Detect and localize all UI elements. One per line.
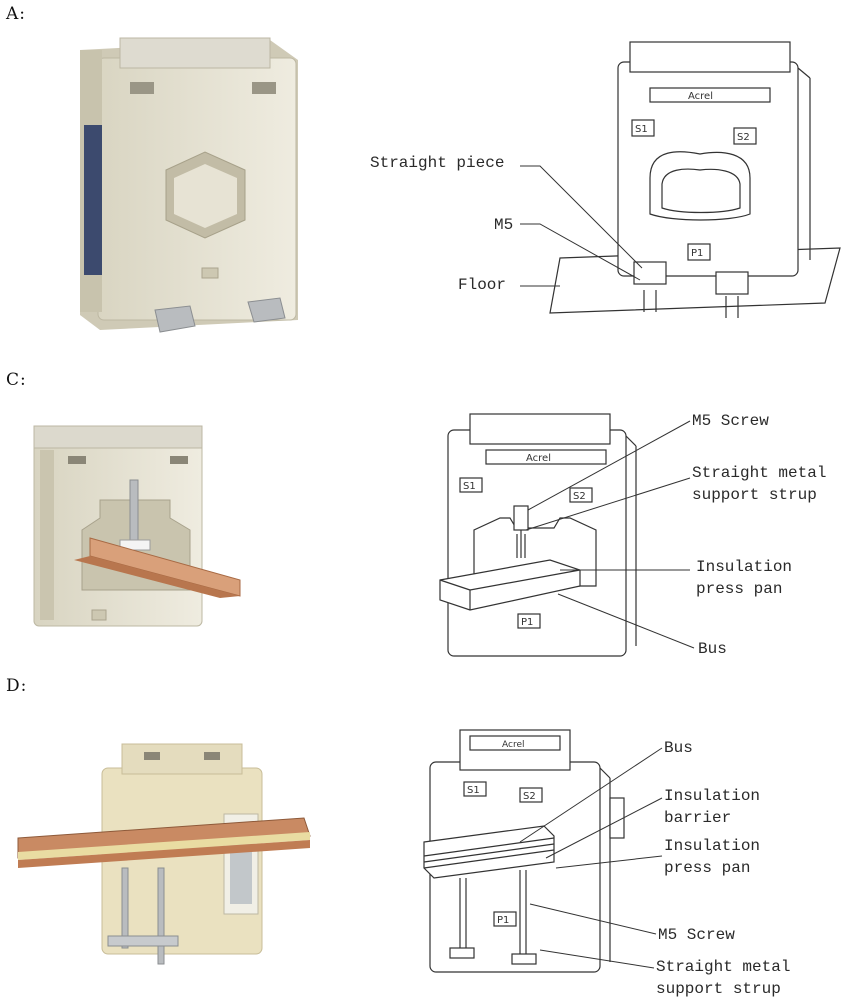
terminal-p1-d: P1 bbox=[497, 915, 509, 926]
brand-mark-d: Acrel bbox=[502, 740, 525, 750]
label-a-m5: M5 bbox=[494, 216, 514, 234]
label-a-floor: Floor bbox=[458, 276, 507, 294]
label-d-barrier: Insulation barrier bbox=[664, 787, 761, 827]
brand-mark-c: Acrel bbox=[526, 453, 551, 464]
brand-mark-a: Acrel bbox=[688, 91, 713, 102]
terminal-p1-a: P1 bbox=[691, 248, 703, 259]
drawing-d-busbar-clamp: Acrel S1 S2 P1 bbox=[423, 729, 625, 973]
drawing-c-busbar-mount: Acrel S1 S2 P1 bbox=[439, 413, 637, 657]
photo-a-current-transformer bbox=[80, 37, 298, 333]
terminal-s2-c: S2 bbox=[573, 491, 586, 502]
label-d-bus: Bus bbox=[664, 739, 693, 757]
label-d-m5-screw: M5 Screw bbox=[658, 926, 735, 944]
terminal-p1-c: P1 bbox=[521, 617, 533, 628]
section-label-c: C: bbox=[6, 370, 27, 390]
photo-c-busbar-mount bbox=[33, 425, 241, 627]
label-c-support-strup: Straight metal support strup bbox=[692, 464, 827, 504]
section-label-a: A: bbox=[6, 4, 27, 24]
label-a-straight-piece: Straight piece bbox=[370, 154, 505, 172]
label-c-bus: Bus bbox=[698, 640, 727, 658]
terminal-s2-a: S2 bbox=[737, 132, 750, 143]
terminal-s1-d: S1 bbox=[467, 785, 480, 796]
drawing-a-floor-mount: Acrel S1 S2 P1 bbox=[549, 41, 841, 318]
label-c-press-pan: Insulation press pan bbox=[696, 558, 793, 598]
terminal-s1-a: S1 bbox=[635, 124, 648, 135]
label-c-m5-screw: M5 Screw bbox=[692, 412, 769, 430]
label-d-support-strup: Straight metal support strup bbox=[656, 958, 791, 998]
terminal-s2-d: S2 bbox=[523, 791, 536, 802]
photo-d-busbar-clamp bbox=[17, 743, 311, 965]
terminal-s1-c: S1 bbox=[463, 481, 476, 492]
label-d-press-pan: Insulation press pan bbox=[664, 837, 761, 877]
section-label-d: D: bbox=[6, 676, 28, 696]
